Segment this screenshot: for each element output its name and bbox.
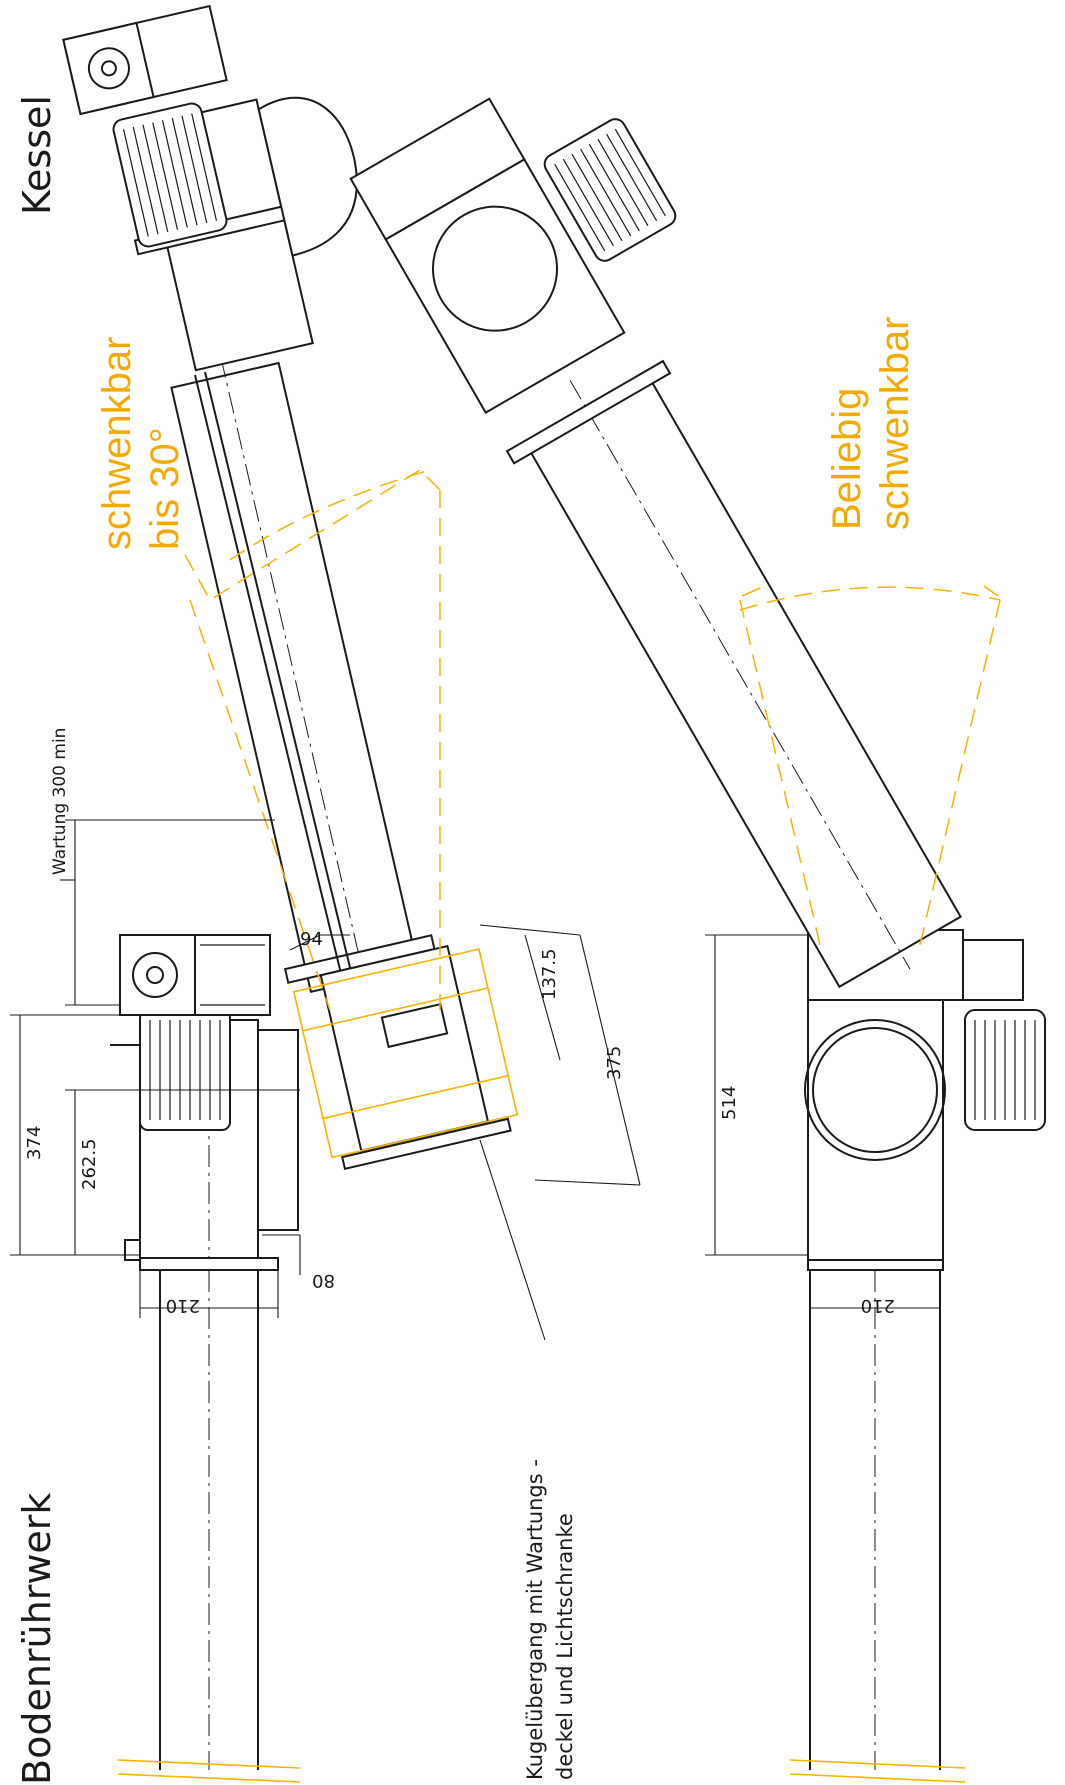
label-wartung: Wartung 300 min	[50, 728, 70, 875]
swing-envelope-any	[739, 585, 1001, 946]
left-lower-pipe	[117, 1257, 301, 1783]
label-kessel: Kessel	[15, 95, 59, 215]
right-base-housing	[804, 929, 1046, 1261]
left-tilted-pipe	[170, 355, 436, 1000]
label-schwenkbar-30-2: bis 30°	[143, 427, 187, 550]
left-top-gearhead	[62, 4, 228, 116]
label-beliebig-2: schwenkbar	[873, 317, 917, 530]
label-schwenkbar-30-1: schwenkbar	[95, 337, 139, 550]
label-kugel-1: Kugelübergang mit Wartungs -	[523, 1459, 547, 1780]
right-upper-housing	[349, 97, 626, 414]
dim-262-5: 262.5	[79, 1138, 100, 1190]
dim-375: 375	[604, 1046, 625, 1080]
label-beliebig-1: Beliebig	[825, 388, 869, 530]
swing-envelope-30	[184, 469, 441, 1011]
dim-514: 514	[719, 1086, 740, 1120]
dimensions	[10, 819, 941, 1341]
dim-137-5: 137.5	[539, 948, 560, 1000]
right-lower-pipe	[789, 1257, 966, 1783]
dim-374: 374	[24, 1126, 45, 1160]
left-upper-motor	[112, 102, 228, 248]
right-upper-motor	[543, 118, 677, 262]
ball-joint	[292, 944, 519, 1171]
left-upper-rod	[194, 371, 356, 991]
left-gearhead	[119, 934, 271, 1016]
dim-80: 80	[312, 1270, 335, 1291]
left-motor	[110, 1009, 231, 1131]
dim-94: 94	[300, 929, 323, 950]
dim-210-left: 210	[166, 1295, 200, 1316]
right-tilted-pipe	[505, 359, 962, 989]
label-kugel-2: deckel und Lichtschranke	[553, 1513, 577, 1780]
label-bodenruehrwerk: Bodenrührwerk	[15, 1493, 59, 1785]
dim-210-right: 210	[861, 1295, 895, 1316]
